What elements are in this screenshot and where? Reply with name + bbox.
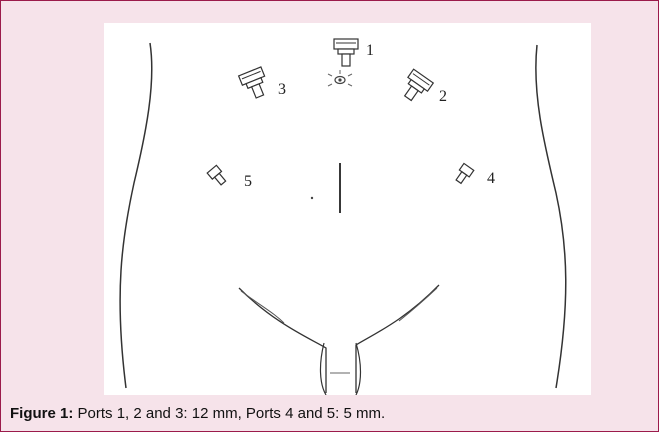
port-label-3: 3 xyxy=(278,81,286,98)
figure-caption: Figure 1: Ports 1, 2 and 3: 12 mm, Ports… xyxy=(10,405,385,422)
groin-curve-right xyxy=(356,285,439,393)
trocar-icon xyxy=(207,165,228,187)
right-body-contour xyxy=(536,45,566,388)
port-label-4: 4 xyxy=(487,170,495,187)
trocar-icon xyxy=(398,69,433,105)
port-placement-illustration: 1 2 3 4 xyxy=(104,23,591,395)
groin-curve xyxy=(239,288,326,393)
port-label-2: 2 xyxy=(439,88,447,105)
umbilicus-icon xyxy=(328,70,352,86)
small-dot xyxy=(311,197,313,199)
groin-inner-left xyxy=(241,291,284,323)
left-body-contour xyxy=(120,43,152,388)
port-label-5: 5 xyxy=(244,173,252,190)
body-outline-drawing: 1 2 3 4 xyxy=(104,23,591,395)
figure-caption-text: Ports 1, 2 and 3: 12 mm, Ports 4 and 5: … xyxy=(73,405,385,422)
trocar-icon xyxy=(334,39,358,66)
figure-caption-label: Figure 1: xyxy=(10,405,73,422)
port-label-1: 1 xyxy=(366,42,374,59)
trocar-icon xyxy=(454,163,474,185)
trocar-icon xyxy=(239,67,271,101)
